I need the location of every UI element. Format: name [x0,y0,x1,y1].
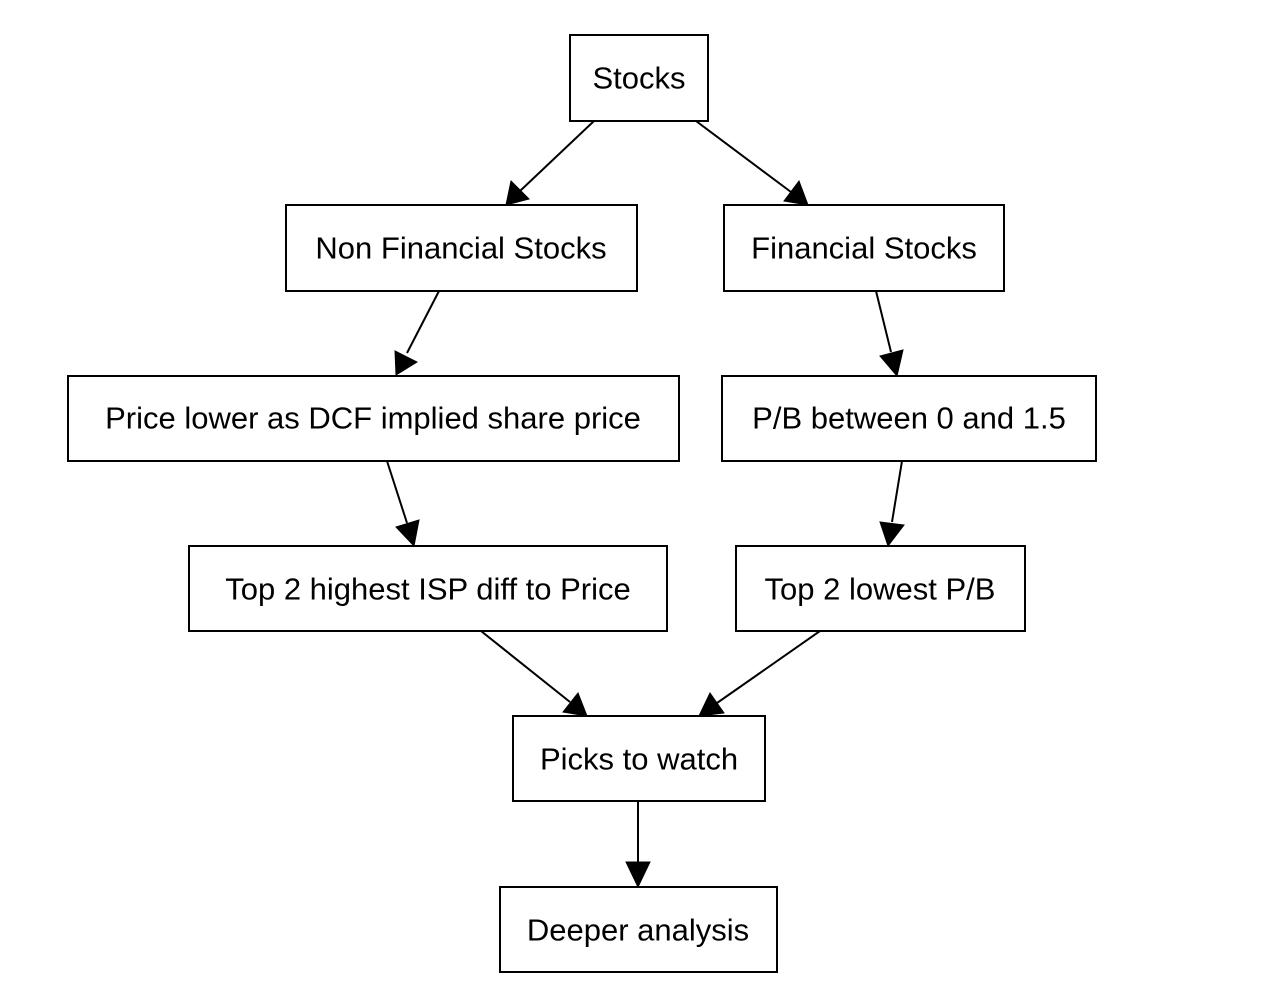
node-top-pb-label: Top 2 lowest P/B [765,572,996,607]
node-pb-filter-label: P/B between 0 and 1.5 [752,401,1066,436]
node-deeper-analysis: Deeper analysis [499,886,778,973]
node-dcf-filter: Price lower as DCF implied share price [67,375,680,462]
node-top-pb: Top 2 lowest P/B [735,545,1026,632]
edge-pb-filter-to-top-pb [879,460,905,548]
node-financial-stocks-label: Financial Stocks [751,231,977,266]
node-stocks-label: Stocks [592,61,685,96]
edge-non-financial-to-dcf-filter [394,290,440,376]
edge-dcf-filter-to-top-isp [386,460,420,548]
edge-top-isp-to-picks [480,630,588,717]
node-picks-to-watch: Picks to watch [512,715,766,802]
edge-stocks-to-non-financial [505,120,595,206]
edge-financial-to-pb-filter [875,290,904,378]
edge-top-pb-to-picks [698,630,821,717]
node-picks-to-watch-label: Picks to watch [540,742,738,777]
edge-stocks-to-financial [695,120,809,206]
node-non-financial-stocks: Non Financial Stocks [285,204,638,292]
edge-picks-to-deeper [625,801,651,889]
node-top-isp-label: Top 2 highest ISP diff to Price [225,572,631,607]
node-pb-filter: P/B between 0 and 1.5 [721,375,1097,462]
node-dcf-filter-label: Price lower as DCF implied share price [105,401,641,436]
node-financial-stocks: Financial Stocks [723,204,1005,292]
edges [386,120,905,889]
node-non-financial-stocks-label: Non Financial Stocks [315,231,606,266]
node-stocks: Stocks [569,34,709,122]
node-top-isp: Top 2 highest ISP diff to Price [188,545,668,632]
node-deeper-analysis-label: Deeper analysis [527,913,749,948]
